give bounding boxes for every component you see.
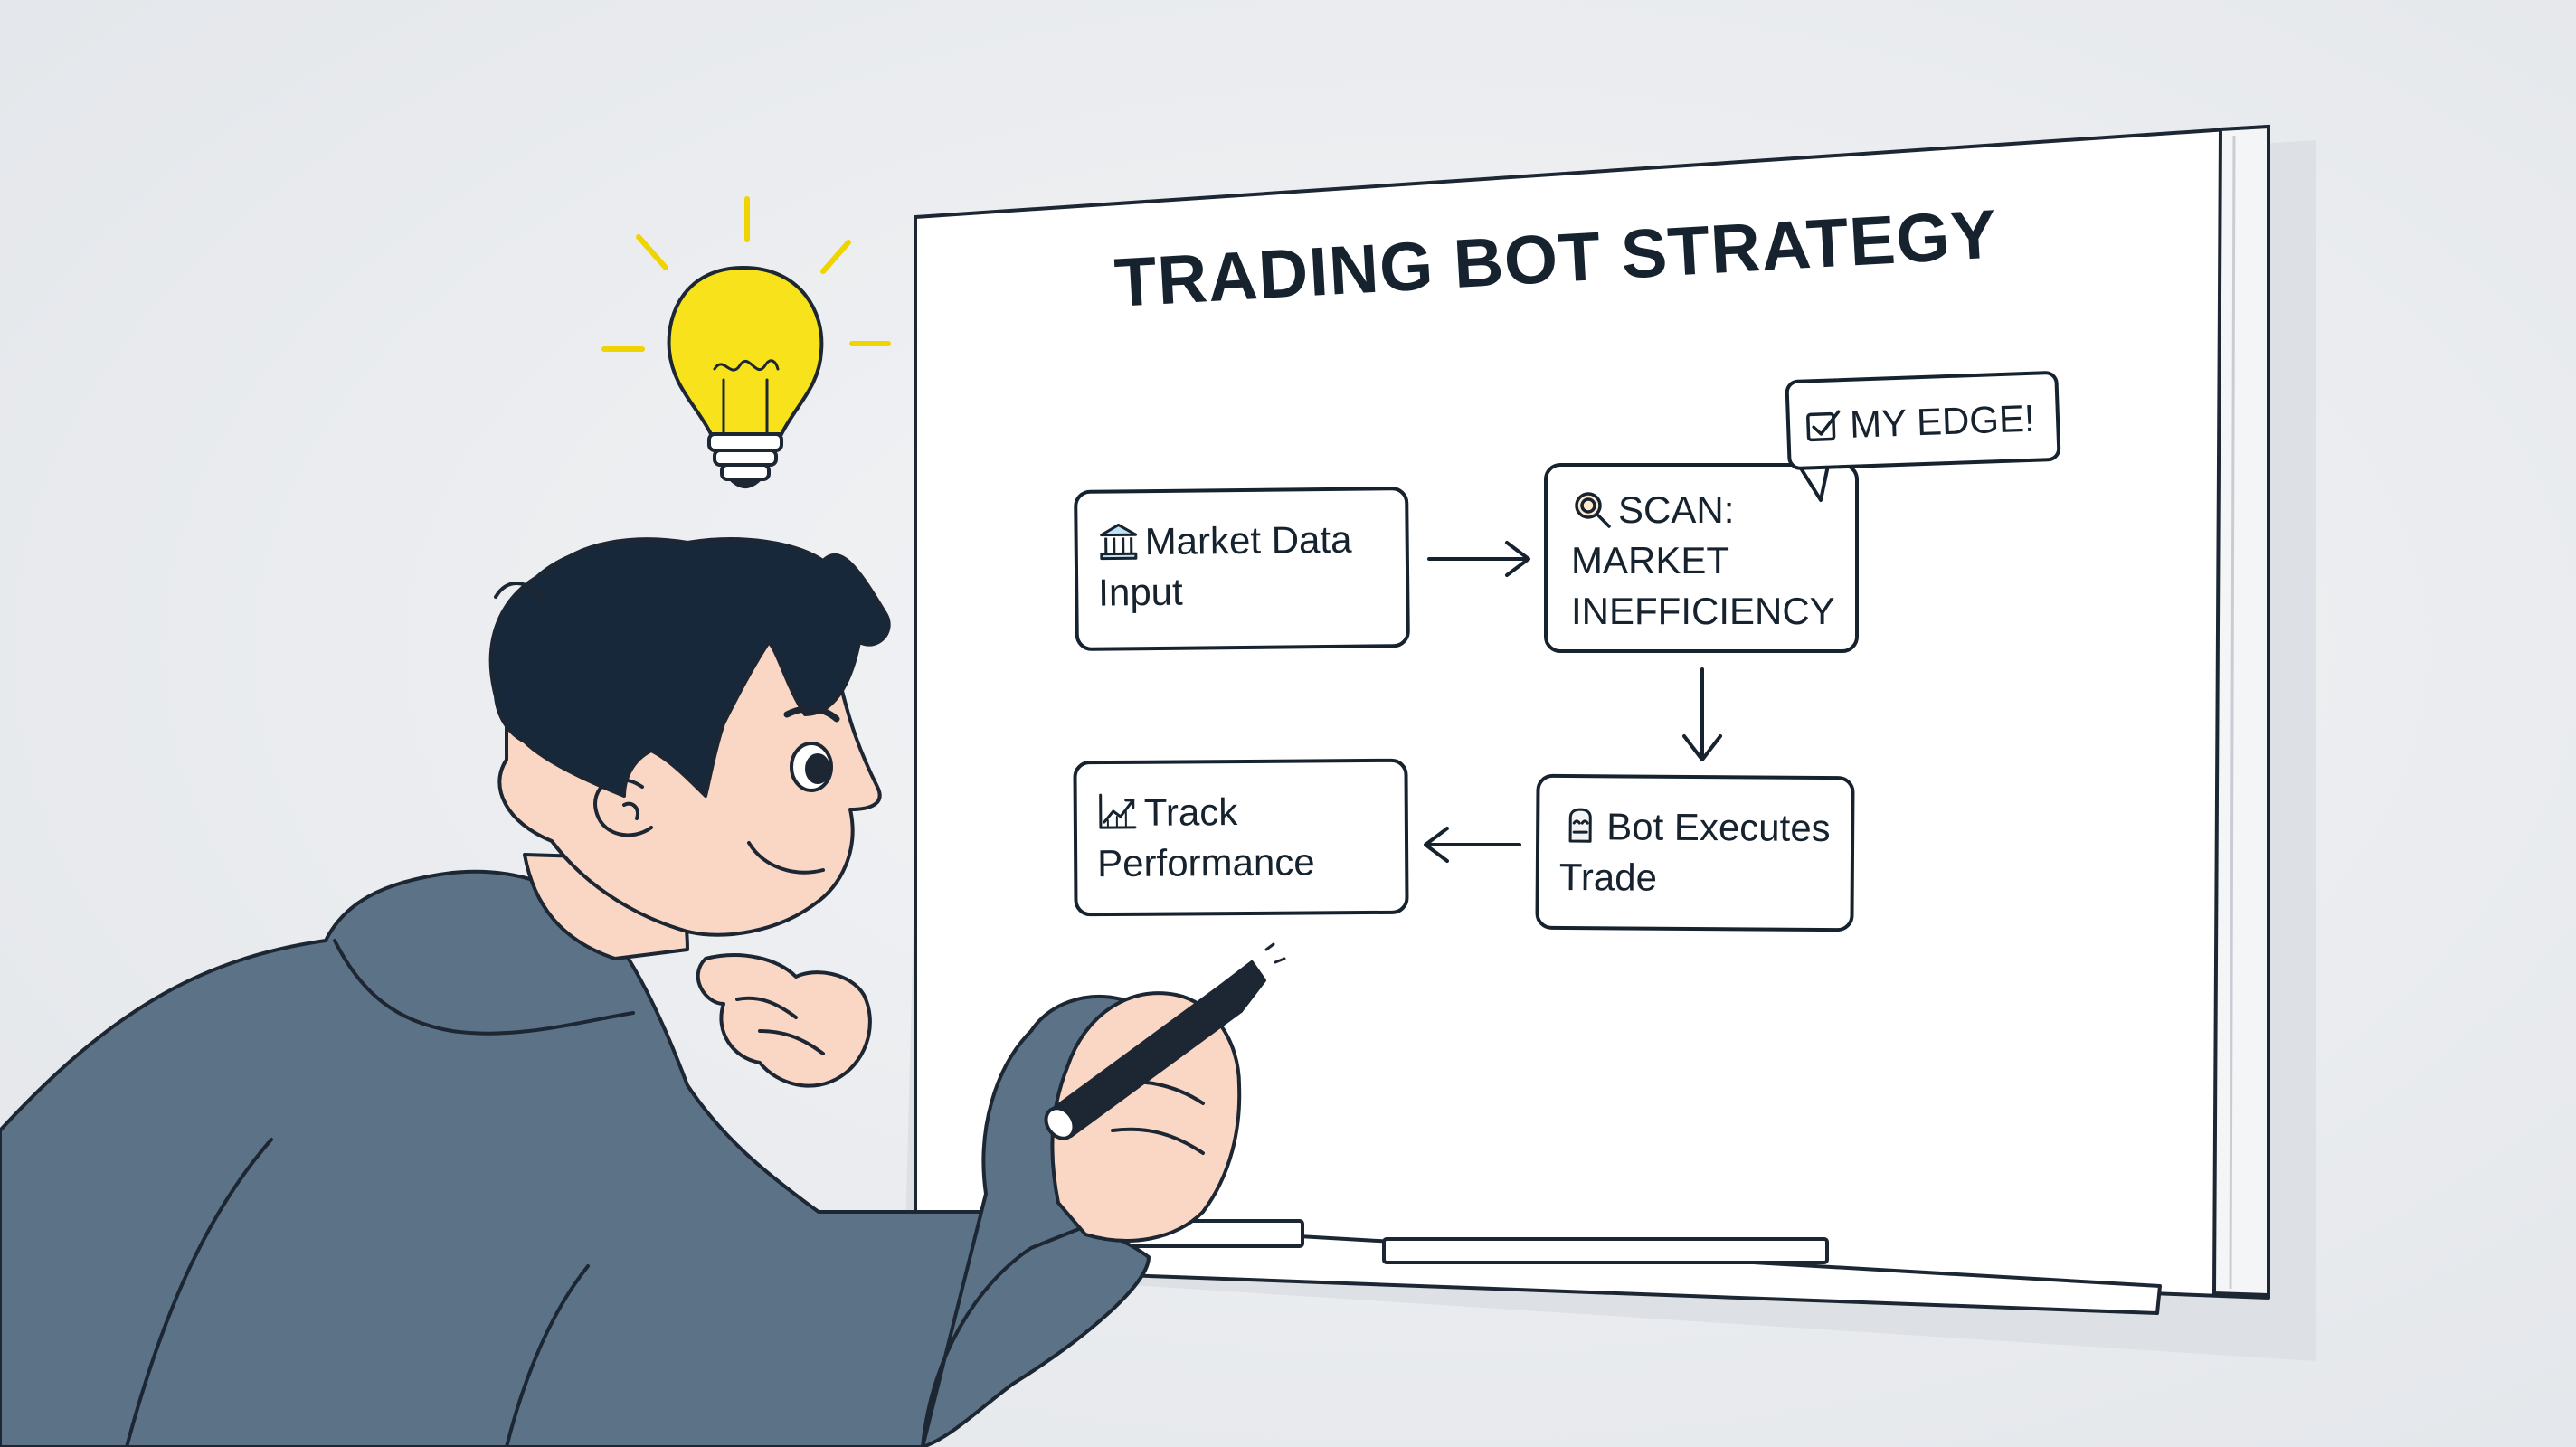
chin-hand [696,953,872,1088]
marker-pen [1044,942,1286,1140]
arrow-right-to-scan [1427,541,1530,577]
flow-arrows [1424,541,1722,863]
my-edge-callout: MY EDGE! [1785,370,2061,471]
person-figure [0,537,1286,1447]
magnifier-icon [1571,488,1613,530]
hoodie [0,869,1151,1447]
callout-label: MY EDGE! [1849,396,2036,446]
arrow-left-to-track [1424,827,1521,863]
robot-icon [1559,805,1601,846]
whiteboard-frame-edge [2211,124,2270,1298]
lightbulb-icon [601,196,891,488]
eraser [1382,1237,1829,1264]
flow-label-scan: SCAN: MARKET INEFFICIENCY [1571,488,1835,632]
chart-up-icon [1097,791,1139,833]
bank-icon [1097,520,1139,562]
flow-box-market-data: Market Data Input [1074,487,1410,651]
hair [488,537,891,798]
flow-box-track: Track Performance [1073,758,1409,917]
arrow-down-to-execute [1682,667,1722,761]
checkbox-icon [1804,406,1842,445]
flow-box-scan: SCAN: MARKET INEFFICIENCY [1544,463,1859,653]
flow-box-execute: Bot Executes Trade [1535,773,1855,932]
